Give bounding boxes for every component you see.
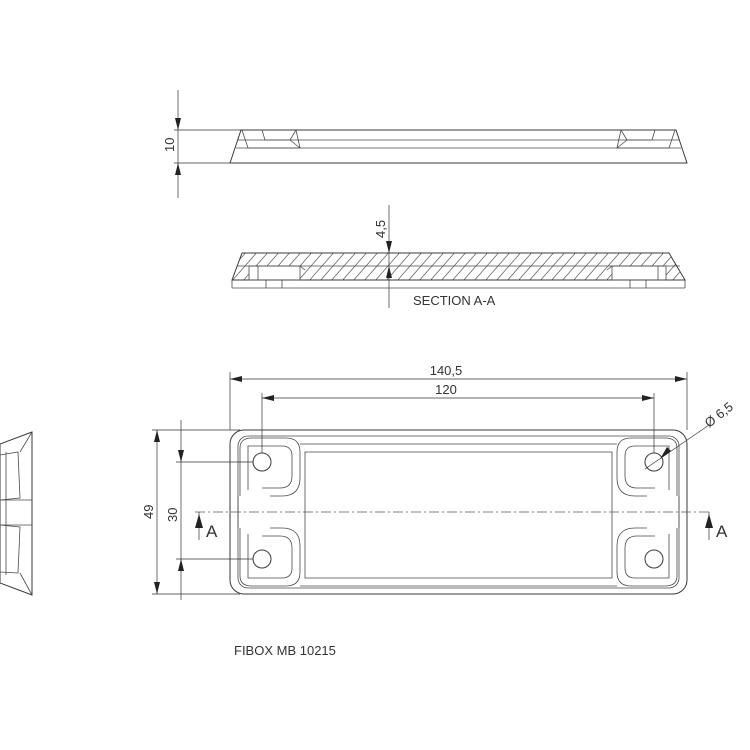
section-marker-left-label: A bbox=[206, 522, 218, 541]
hatch-line bbox=[715, 250, 743, 282]
drawing-caption: FIBOX MB 10215 bbox=[234, 643, 336, 658]
dimension-length: 140,5 bbox=[230, 363, 687, 382]
dimension-hole-diameter-label: Ø 6,5 bbox=[702, 399, 736, 430]
dimension-hole-spacing-vertical-label: 30 bbox=[165, 508, 180, 522]
dimension-hole-diameter: Ø 6,5 bbox=[644, 399, 736, 470]
dimension-hole-spacing-horizontal-label: 120 bbox=[435, 382, 457, 397]
mounting-hole bbox=[252, 452, 272, 472]
section-label: SECTION A-A bbox=[413, 293, 496, 308]
dimension-thickness: 4,5 bbox=[373, 205, 392, 308]
extension-lines bbox=[152, 372, 688, 595]
dimension-height-label: 10 bbox=[162, 138, 177, 152]
dimension-width-label: 49 bbox=[141, 505, 156, 519]
dimension-hole-spacing-horizontal: 120 bbox=[262, 382, 654, 401]
mounting-hole bbox=[644, 549, 664, 569]
dimension-height: 10 bbox=[162, 90, 181, 198]
hatch-line bbox=[704, 250, 732, 282]
dimension-length-label: 140,5 bbox=[430, 363, 463, 378]
dimension-width: 49 bbox=[141, 430, 160, 594]
hatch-line bbox=[670, 253, 685, 280]
side-view bbox=[174, 129, 688, 164]
mounting-hole bbox=[644, 452, 664, 472]
top-view bbox=[195, 429, 710, 595]
dimension-thickness-label: 4,5 bbox=[373, 220, 388, 238]
mounting-hole bbox=[252, 549, 272, 569]
dimension-hole-spacing-vertical: 30 bbox=[165, 420, 184, 600]
hatch-line bbox=[693, 250, 721, 282]
section-view bbox=[231, 250, 743, 289]
section-marker-right-label: A bbox=[716, 522, 728, 541]
section-marker-right: A bbox=[705, 512, 728, 541]
section-marker-left: A bbox=[195, 512, 218, 541]
end-view bbox=[0, 431, 33, 596]
hatch-line bbox=[681, 253, 685, 280]
